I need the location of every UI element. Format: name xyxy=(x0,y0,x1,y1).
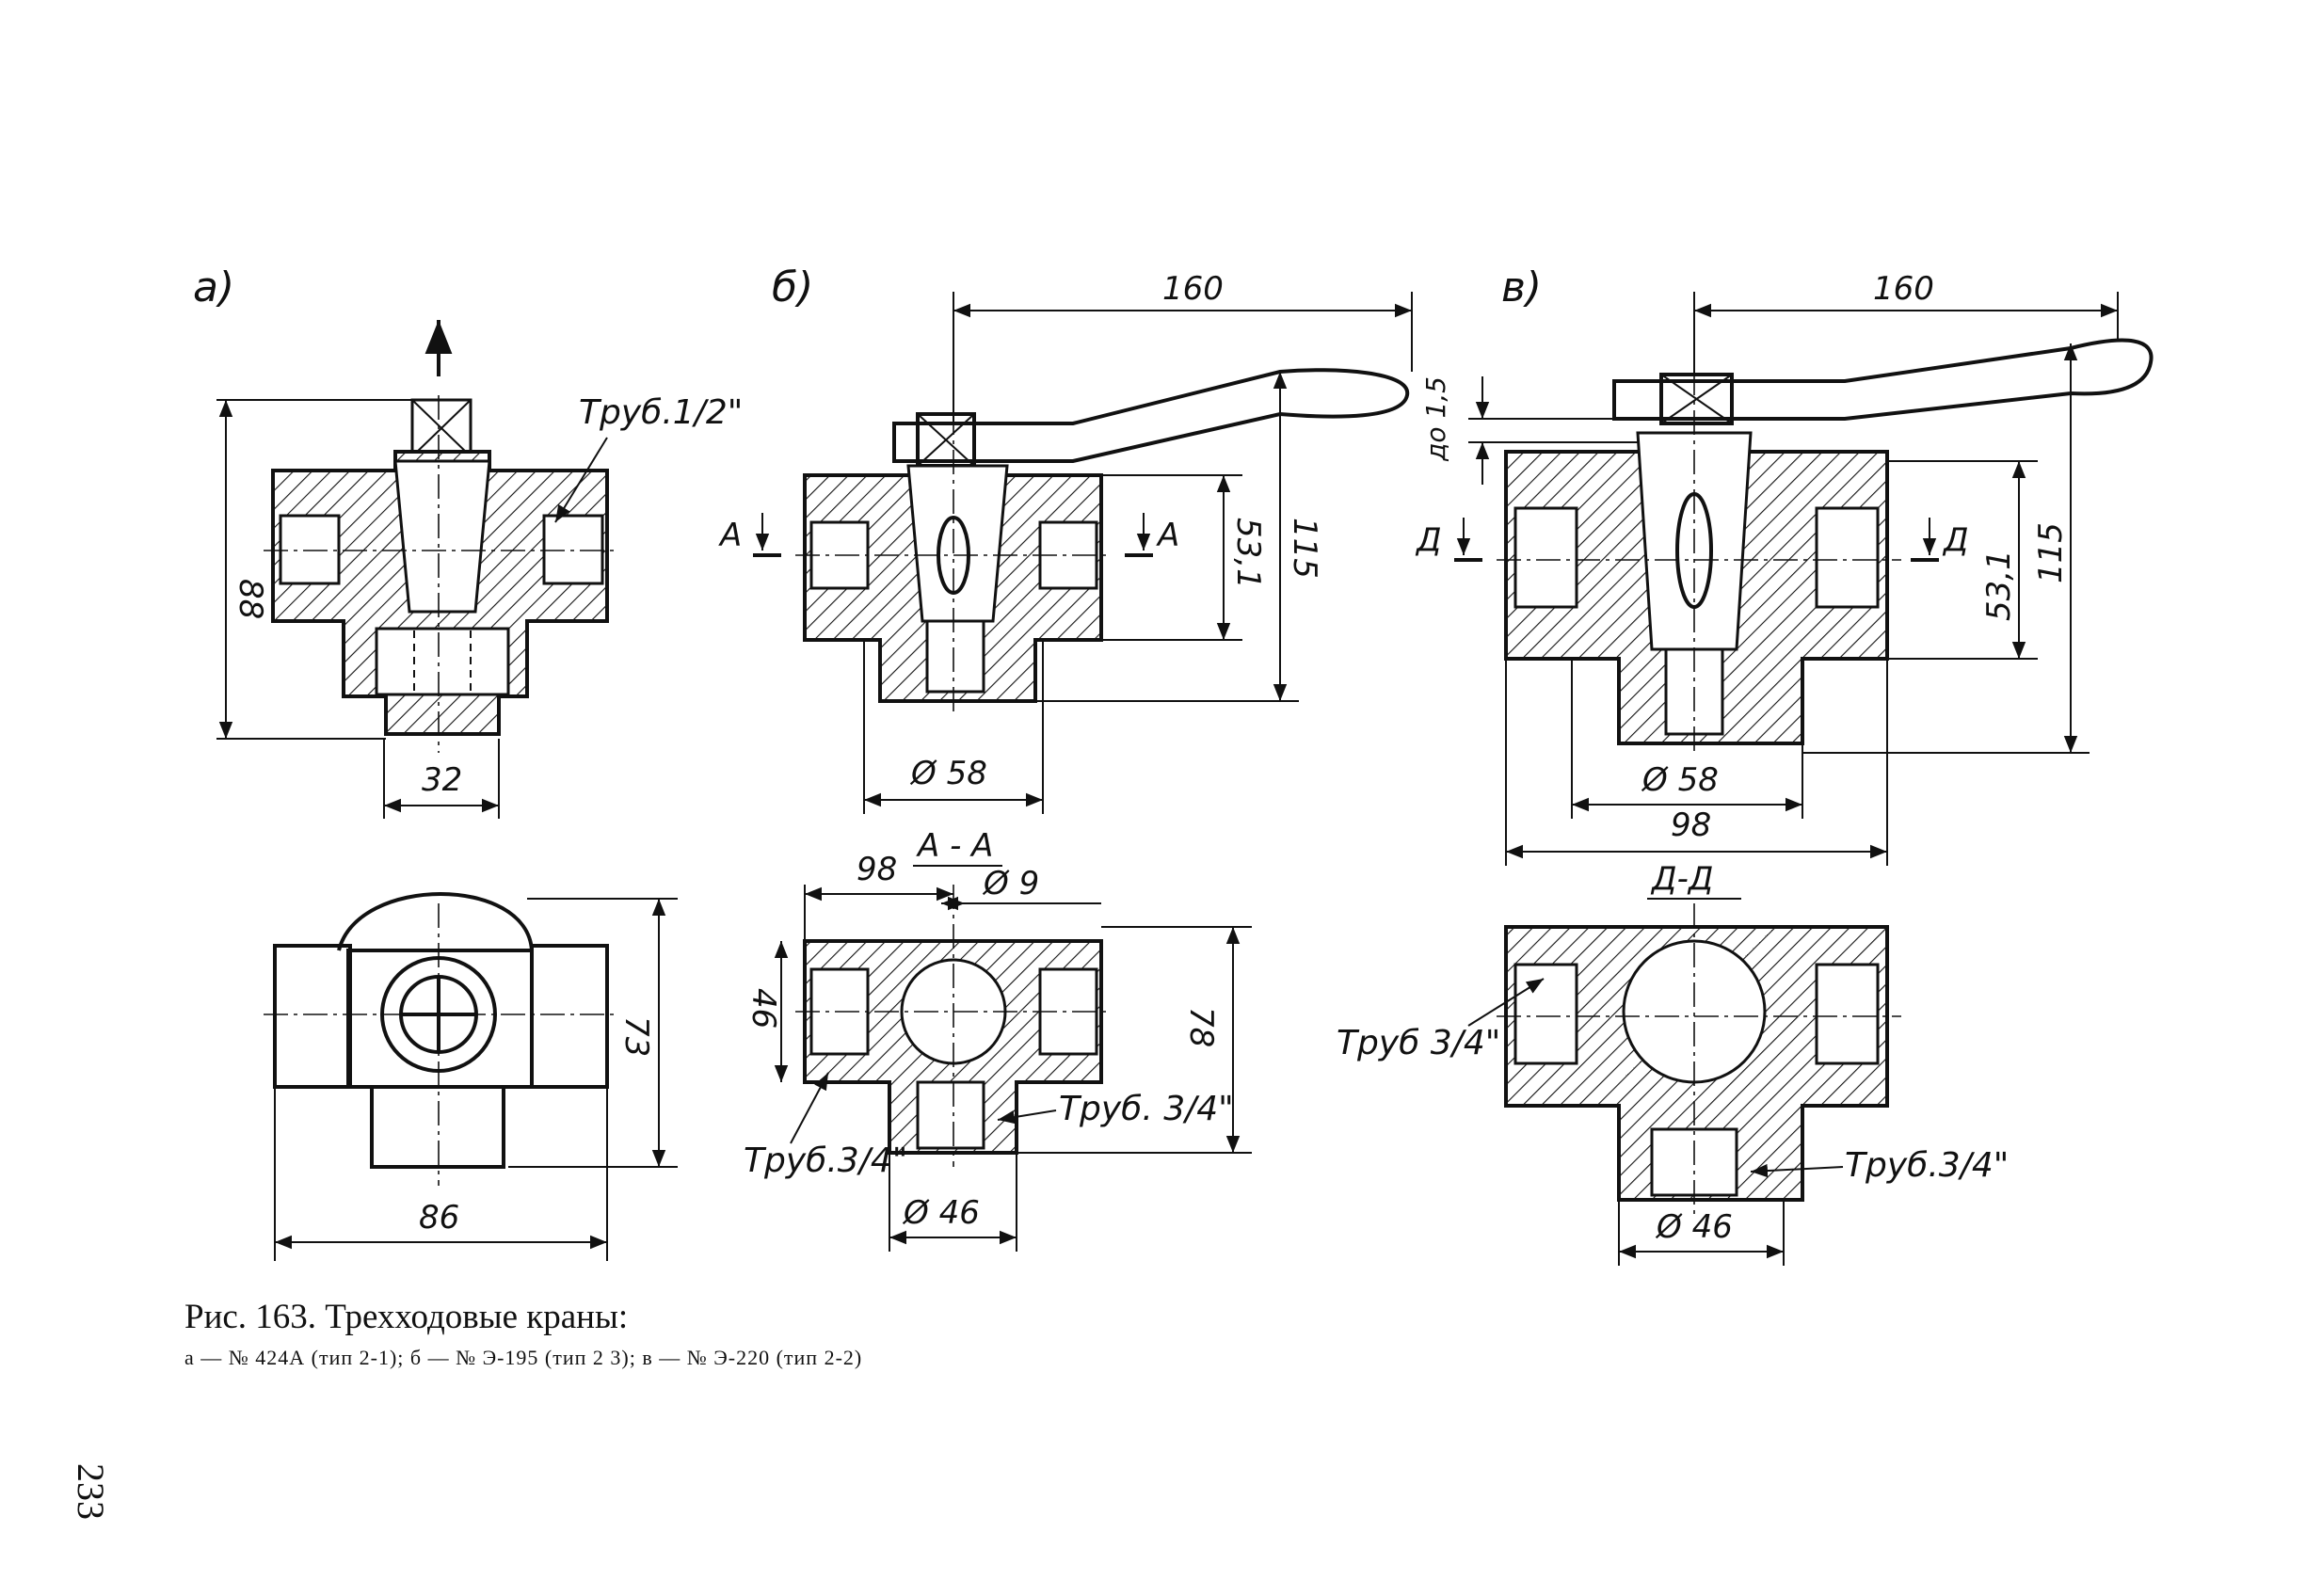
dim-c-gap: до 1,5 xyxy=(1420,376,1451,462)
dim-b-dia: Ø 58 xyxy=(909,755,987,792)
dim-c-h1: 53,1 xyxy=(1980,550,2018,621)
spring-cavity xyxy=(375,627,510,696)
view-c-front: в) Д Д 160 до 1,5 53 xyxy=(1415,263,2154,866)
handle xyxy=(892,368,1410,463)
view-a-plan: 73 86 xyxy=(264,892,678,1261)
view-c-label: в) xyxy=(1501,263,1542,311)
handle-arc xyxy=(337,892,534,951)
figure-caption: Рис. 163. Трехходовые краны: xyxy=(184,1298,629,1336)
pipe-note-c-right: Труб.3/4" xyxy=(1845,1146,2009,1185)
section-c-title: Д-Д xyxy=(1650,860,1713,898)
nut-right xyxy=(530,944,609,1089)
dim-b-d46: Ø 46 xyxy=(902,1194,980,1232)
plug xyxy=(393,459,491,614)
page-number: 233 xyxy=(70,1463,112,1520)
port-left xyxy=(279,514,341,585)
view-b-label: б) xyxy=(772,263,813,311)
dim-b-h2: 115 xyxy=(1286,518,1323,579)
pipe-note-a: Труб.1/2" xyxy=(579,393,743,432)
figure-subcaption: а — № 424А (тип 2-1); б — № Э-195 (тип 2… xyxy=(184,1346,863,1369)
port-right xyxy=(542,514,604,585)
section-b-title: А - А xyxy=(916,827,993,865)
dim-c-dia: Ø 58 xyxy=(1641,761,1719,799)
pipe-note-b-right: Труб. 3/4" xyxy=(1059,1090,1234,1128)
dim-a-height: 88 xyxy=(232,579,269,619)
view-a-label: а) xyxy=(193,263,234,311)
view-b-front: б) А А 160 53,1 115 xyxy=(718,263,1413,814)
dim-a-side: 73 xyxy=(617,1016,655,1057)
dim-b-handle: 160 xyxy=(1162,270,1224,308)
dim-c-98: 98 xyxy=(1671,806,1711,844)
dim-b-46: 46 xyxy=(745,988,782,1029)
dim-b-78: 78 xyxy=(1182,1007,1220,1047)
pipe-note-b-left: Труб.3/4" xyxy=(744,1141,907,1180)
section-mark-c-left: Д xyxy=(1415,521,1442,559)
handle xyxy=(1612,338,2154,421)
dim-c-handle: 160 xyxy=(1873,270,1934,308)
dim-b-h1: 53,1 xyxy=(1229,518,1267,589)
lower-port xyxy=(370,1087,505,1169)
dim-b-d9: Ø 9 xyxy=(982,865,1039,902)
view-b-section: А - А 98 Ø 9 46 78 Ø 46 Труб.3/4" Труб. … xyxy=(744,827,1252,1252)
dim-c-d46: Ø 46 xyxy=(1655,1208,1733,1246)
view-a-front: а) 88 32 Труб.1/2" xyxy=(193,263,743,819)
pipe-note-c-left: Труб 3/4" xyxy=(1337,1024,1500,1062)
section-mark-b-left: А xyxy=(718,517,742,554)
plug xyxy=(906,464,1009,623)
dim-c-h2: 115 xyxy=(2032,522,2070,583)
section-mark-c-right: Д xyxy=(1942,521,1969,559)
dim-b-98: 98 xyxy=(857,851,897,888)
dim-a-width: 86 xyxy=(419,1199,459,1237)
section-mark-b-right: А xyxy=(1156,517,1179,554)
view-c-section: Д-Д Ø 46 Труб 3/4" Труб.3/4" xyxy=(1337,860,2009,1266)
dim-a-bottom: 32 xyxy=(422,761,462,799)
nut-left xyxy=(273,944,352,1089)
